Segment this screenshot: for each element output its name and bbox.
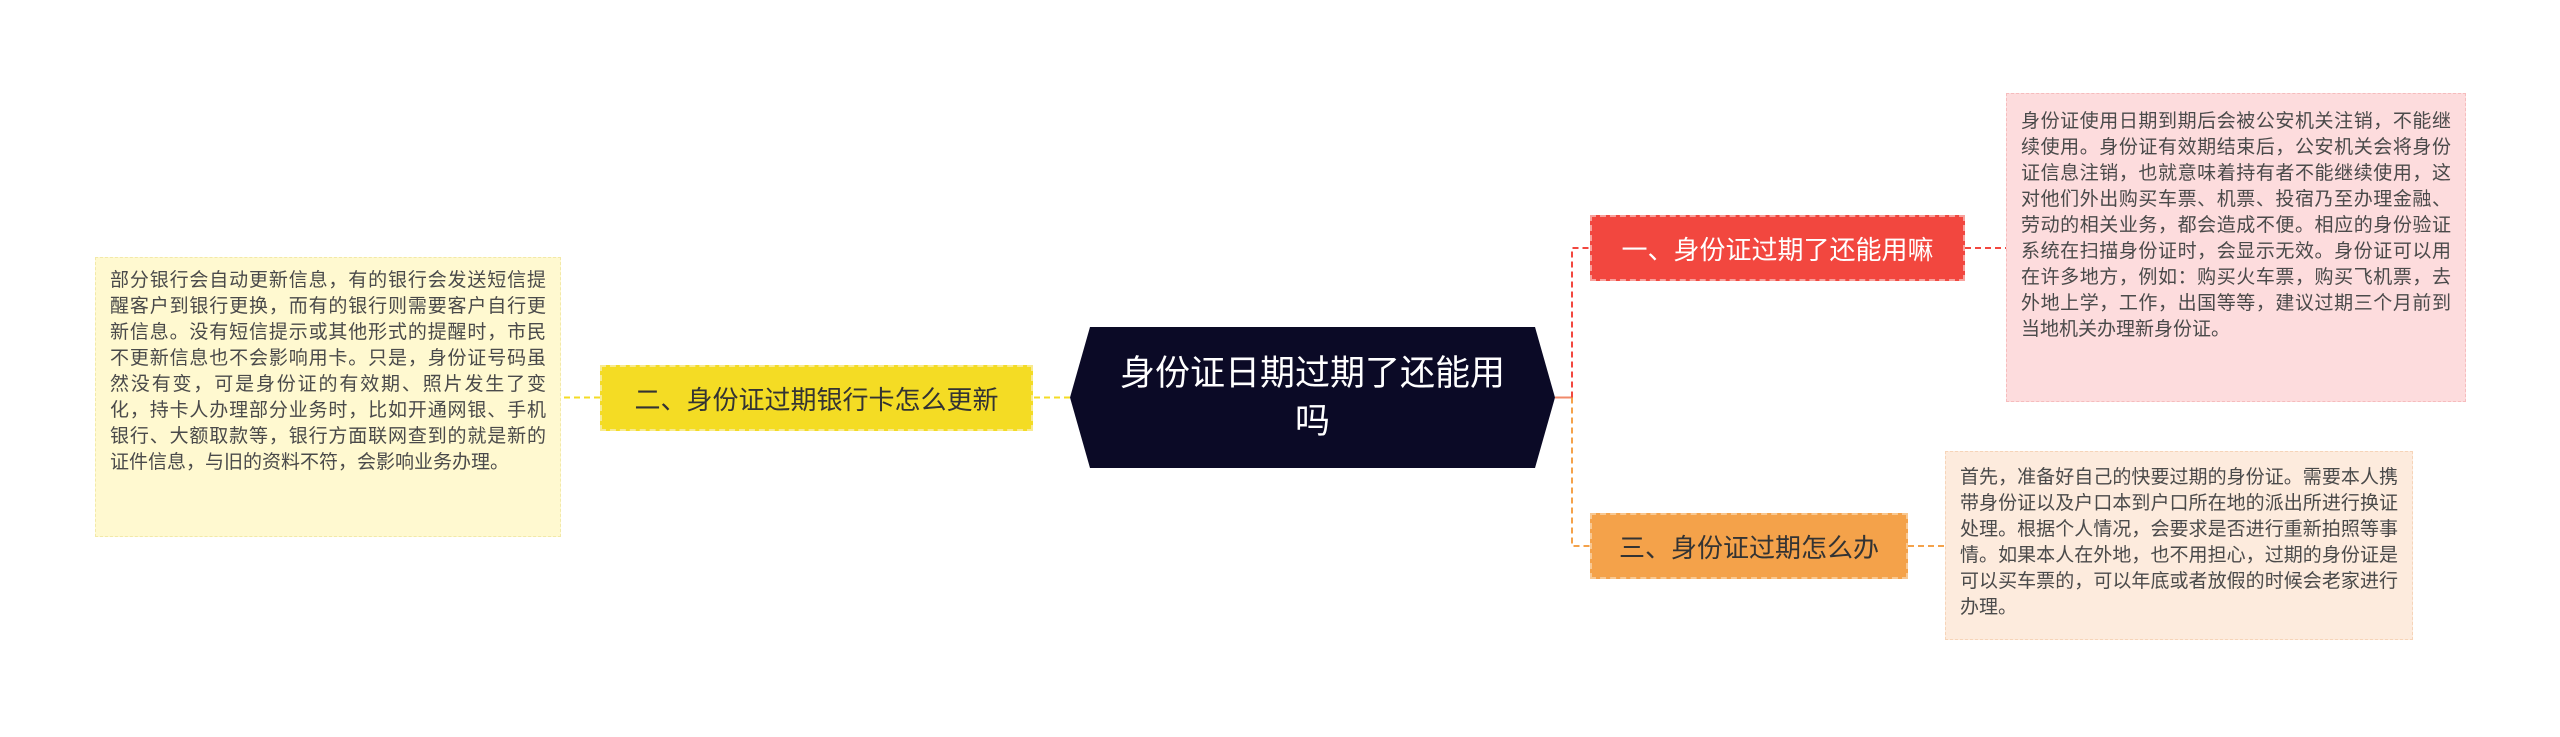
connector-to-branch-1 (1571, 247, 1590, 398)
branch-3-label: 三、身份证过期怎么办 (1618, 533, 1879, 564)
branch-2-note: 部分银行会自动更新信息，有的银行会发送短信提醒客户到银行更换，而有的银行则需要客… (95, 257, 561, 537)
branch-1[interactable]: 一、身份证过期了还能用嘛 (1590, 215, 1965, 281)
branch-1-note: 身份证使用日期到期后会被公安机关注销，不能继续使用。身份证有效期结束后，公安机关… (2006, 93, 2466, 402)
central-topic[interactable]: 身份证日期过期了还能用吗 (1070, 327, 1555, 468)
branch-1-label: 一、身份证过期了还能用嘛 (1621, 235, 1934, 266)
branch-3-note: 首先，准备好自己的快要过期的身份证。需要本人携带身份证以及户口本到户口所在地的派… (1945, 451, 2413, 640)
branch-3[interactable]: 三、身份证过期怎么办 (1590, 513, 1908, 579)
central-topic-title: 身份证日期过期了还能用吗 (1119, 353, 1505, 442)
branch-2-label: 二、身份证过期银行卡怎么更新 (634, 385, 999, 416)
branch-2[interactable]: 二、身份证过期银行卡怎么更新 (600, 365, 1033, 431)
connector-to-branch-3 (1571, 397, 1590, 547)
